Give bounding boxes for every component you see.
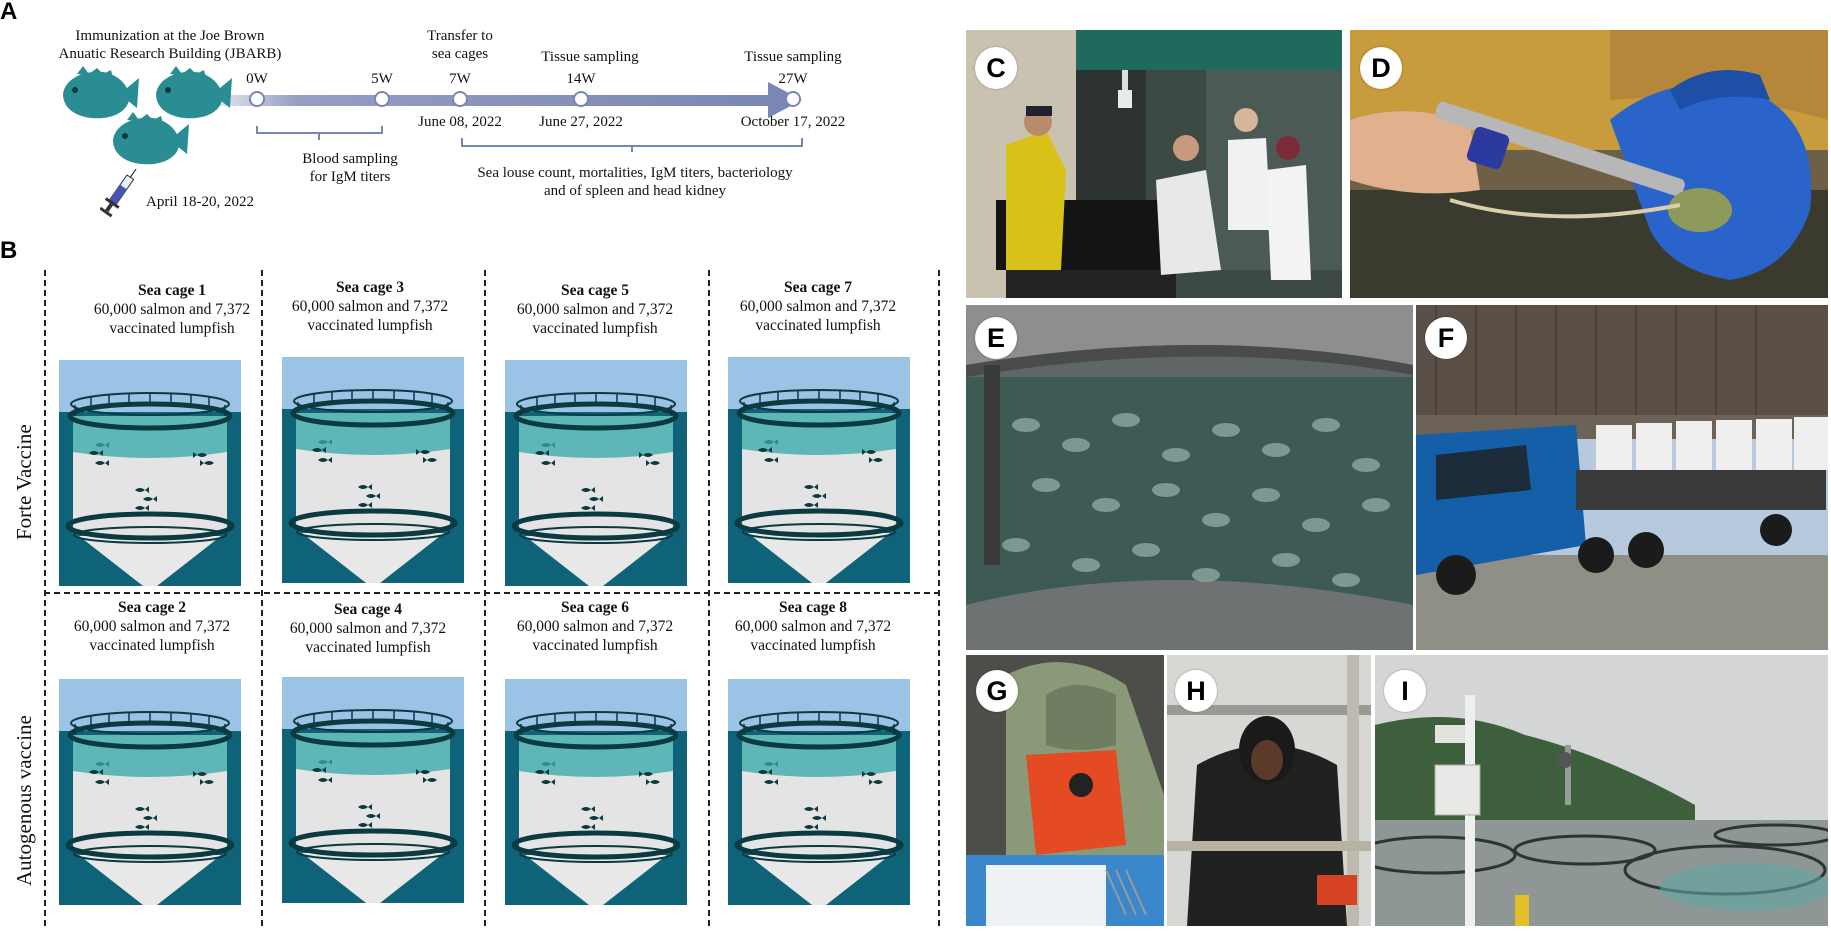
timeline-marker-0w [249,91,265,107]
sea-cage-illustration [728,357,910,583]
week-label-27w: 27W [778,71,808,87]
panel-badge-i: I [1384,670,1426,712]
timeline-marker-14w [573,91,589,107]
week-label-0w: 0W [246,71,268,87]
panel-badge-d: D [1360,47,1402,89]
date-27w: October 17, 2022 [740,114,846,130]
sea-cage-illustration [505,360,687,586]
date-14w: June 27, 2022 [539,114,623,130]
sea-cage-illustration [728,679,910,905]
photo-lumpfish-tank [966,305,1413,650]
panel-badge-g: G [976,670,1018,712]
sea-cage-illustration [505,679,687,905]
week-label-5w: 5W [371,71,393,87]
grid-divider [938,270,940,926]
grid-divider [261,270,263,926]
grid-divider [44,592,940,594]
tissue-sampling-label-27w: Tissue sampling [744,49,842,65]
lumpfish-icon [156,66,232,119]
lumpfish-icon [63,66,139,119]
tissue-sampling-label-14w: Tissue sampling [541,49,639,65]
photo-transport-truck [1416,305,1828,650]
transfer-label: Transfer to sea cages [427,28,493,62]
timeline-marker-7w [452,91,468,107]
week-label-7w: 7W [449,71,471,87]
photo-sea-cages-site [1375,655,1828,926]
panel-label-a: A [0,0,18,25]
timeline-brackets [256,126,803,152]
syringe-icon [100,168,137,218]
photo-lab-immunization [966,30,1342,298]
sea-cage-illustration [59,360,241,586]
timeline-marker-5w [374,91,390,107]
group-label-forte: Forte Vaccine [12,424,36,540]
timeline-marker-27w [785,91,801,107]
photo-vaccine-injection [1350,30,1828,298]
panel-badge-h: H [1175,670,1217,712]
grid-divider [484,270,486,926]
sea-cage-illustration [282,357,464,583]
panel-badge-c: C [975,47,1017,89]
grid-divider [44,270,46,926]
immunization-title: Immunization at the Joe Brown Anuatic Re… [58,28,282,62]
lumpfish-icon [113,112,189,165]
grid-divider [708,270,710,926]
week-label-14w: 14W [566,71,596,87]
group-label-autogenous: Autogenous vaccine [12,715,36,886]
panel-badge-f: F [1425,317,1467,359]
sea-cage-illustration [282,677,464,903]
sea-cage-illustration [59,679,241,905]
panel-badge-e: E [975,317,1017,359]
panel-label-b: B [0,237,18,264]
sea-sampling-label: Sea louse count, mortalities, IgM titers… [477,165,793,199]
blood-sampling-label: Blood sampling for IgM titers [302,151,398,185]
immunization-date: April 18-20, 2022 [146,194,254,210]
date-7w: June 08, 2022 [418,114,502,130]
